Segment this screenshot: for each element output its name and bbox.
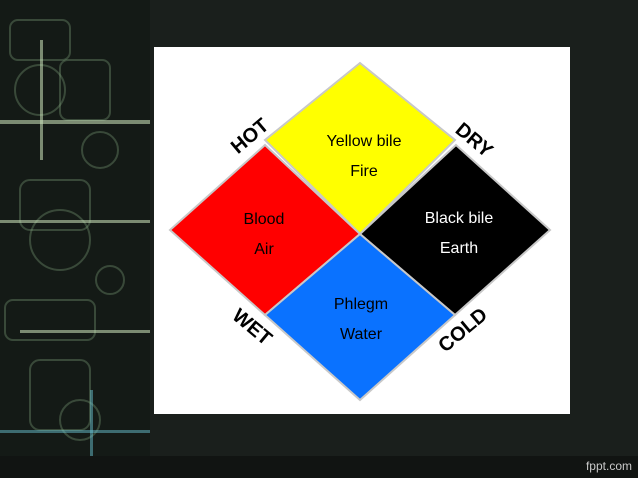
top-label-line1: Yellow bile	[326, 133, 401, 150]
bottom-label-line2: Water	[340, 326, 383, 343]
left-label-line1: Blood	[244, 211, 285, 228]
footer-bar	[0, 456, 638, 478]
four-humors-diagram: Yellow bile Fire Blood Air Black bile Ea…	[168, 61, 552, 402]
top-label-line2: Fire	[350, 163, 378, 180]
bottom-label-line1: Phlegm	[334, 296, 388, 313]
quadrant-bottom	[263, 232, 457, 402]
watermark: fppt.com	[585, 459, 632, 473]
right-label-line1: Black bile	[425, 210, 494, 227]
left-label-line2: Air	[254, 241, 274, 258]
diagram-panel: Yellow bile Fire Blood Air Black bile Ea…	[154, 47, 570, 414]
right-label-line2: Earth	[440, 240, 478, 257]
